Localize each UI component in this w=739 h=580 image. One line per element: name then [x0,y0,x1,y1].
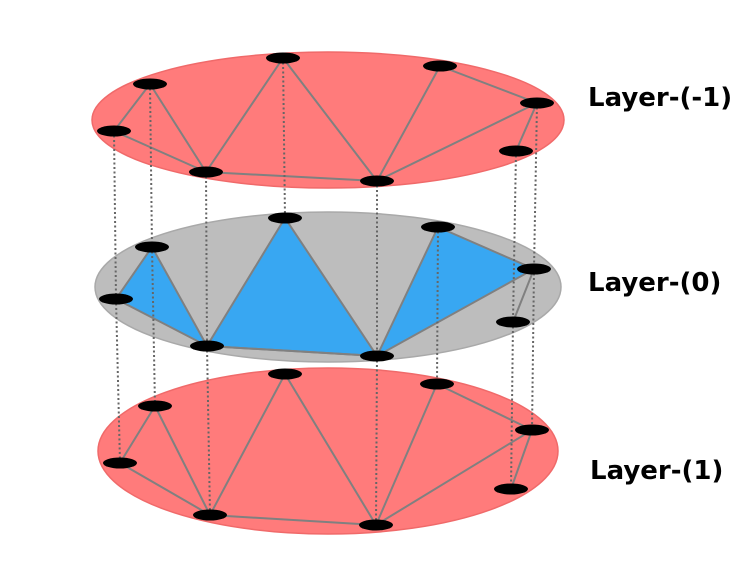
node [103,457,137,469]
node [423,60,457,72]
node [268,368,302,380]
node [421,221,455,233]
node [494,483,528,495]
layer-label-bot: Layer-(1) [590,456,724,486]
node [135,241,169,253]
node [517,263,551,275]
node [193,509,227,521]
node [520,97,554,109]
mid-triangle-1 [114,245,210,349]
node [499,145,533,157]
layer-bot-plane [97,367,559,535]
node [133,78,167,90]
edges-bot [119,373,533,526]
nodes-bot [103,368,549,531]
nodes-mid [99,212,551,362]
nodes-top [97,52,554,187]
node [420,378,454,390]
node [189,166,223,178]
node [266,52,300,64]
node [138,400,172,412]
layer-label-mid: Layer-(0) [588,268,722,298]
vertical-links [113,57,538,526]
node [268,212,302,224]
node [496,316,530,328]
node [190,340,224,352]
node [99,293,133,305]
node [360,175,394,187]
node [97,125,131,137]
mid-triangle-3 [374,225,537,359]
node [359,519,393,531]
layer-top-plane [91,51,565,189]
edges-mid [206,268,535,357]
node [360,350,394,362]
node [515,424,549,436]
edges-top [113,57,538,182]
layer-label-top: Layer-(-1) [588,83,733,113]
